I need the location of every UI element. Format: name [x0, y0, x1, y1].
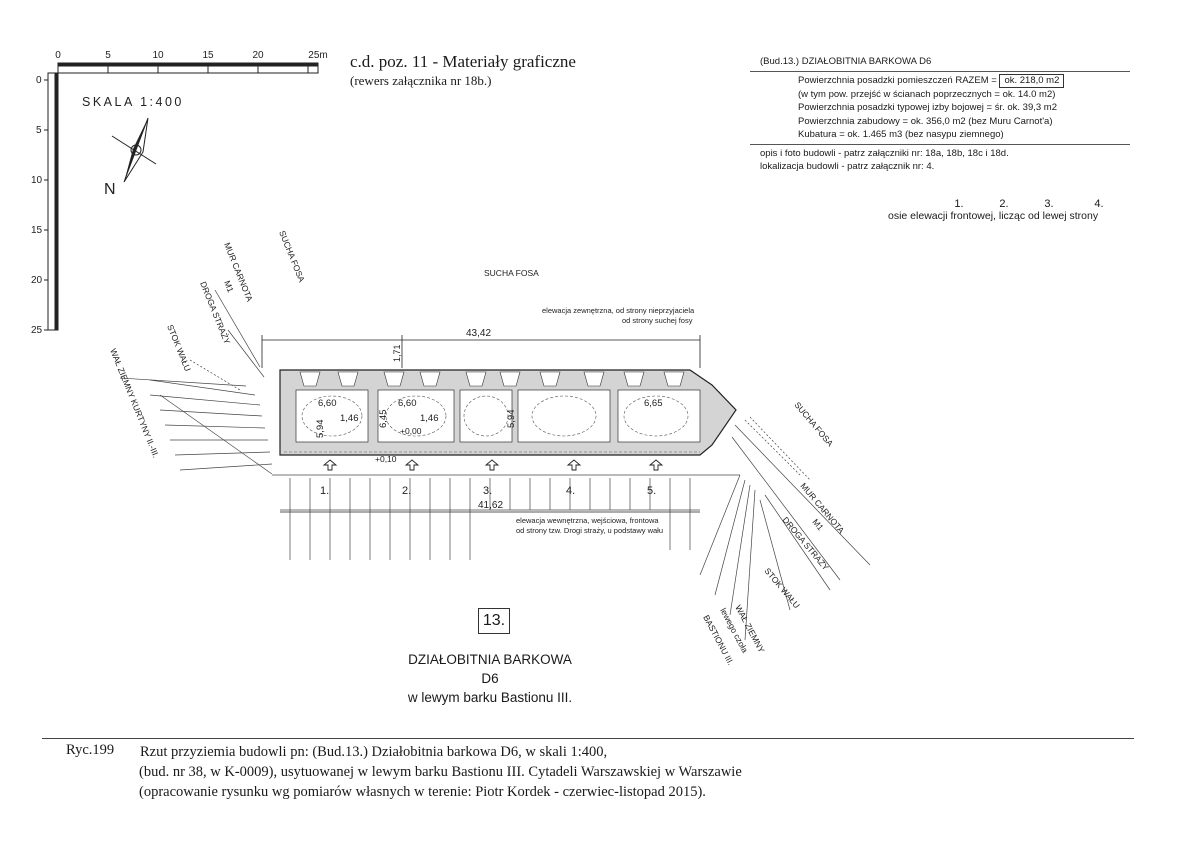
dim-offset: 1,71	[392, 344, 402, 362]
scale-left-tick-15: 15	[31, 225, 43, 236]
dim-overall-bottom: 41,62	[478, 500, 503, 511]
dim-depth3: 5,94	[506, 410, 517, 429]
info-typical-room: Powierzchnia posadzki typowej izby bojow…	[798, 102, 1058, 113]
label-sucha-fosa-right: SUCHA FOSA	[792, 400, 835, 449]
info-title: (Bud.13.) DZIAŁOBITNIA BARKOWA D6	[760, 56, 932, 67]
page-title: c.d. poz. 11 - Materiały graficzne	[350, 52, 576, 71]
info-built-area: Powierzchnia zabudowy = ok. 356,0 m2 (be…	[798, 115, 1053, 127]
earthwork-right	[699, 416, 871, 641]
info-divider-2	[750, 143, 1130, 145]
label-sucha-fosa-left: SUCHA FOSA	[277, 229, 307, 284]
elev-axis-1: 1.	[954, 198, 964, 210]
elev-axis-3: 3.	[1044, 198, 1054, 210]
elevation-axes-caption: osie elewacji frontowej, licząc od lewej…	[888, 210, 1099, 222]
scale-bar-top	[57, 62, 319, 78]
dim-room5-width: 6,65	[644, 398, 663, 409]
dim-room2-width: 6,60	[398, 398, 417, 409]
north-label: N	[104, 181, 116, 198]
axis-label-3: 3.	[483, 485, 492, 497]
dim-overall-top: 43,42	[466, 328, 491, 339]
label-m1-left: M1	[222, 279, 236, 294]
info-passages: (w tym pow. przejść w ścianach poprzeczn…	[798, 88, 1056, 100]
label-mur-carnota-left: MUR CARNOTA	[222, 241, 255, 303]
info-divider	[750, 70, 1130, 72]
building-code: D6	[481, 671, 499, 686]
figure-ref: Ryc.199	[66, 742, 115, 758]
dim-wall1: 1,46	[340, 413, 359, 424]
dimension-overall-top	[261, 335, 701, 368]
caption-line-2: (bud. nr 38, w K-0009), usytuowanej w le…	[139, 764, 742, 780]
scale-left-tick-5: 5	[36, 125, 42, 136]
label-m1-right: M1	[810, 517, 825, 533]
entry-arrows	[322, 459, 664, 471]
scale-left-tick-0: 0	[36, 75, 42, 86]
caption-line-3: (opracowanie rysunku wg pomiarów własnyc…	[139, 784, 706, 800]
inner-elevation-note-2: od strony tzw. Drogi straży, u podstawy …	[516, 526, 663, 535]
info-location: lokalizacja budowli - patrz załącznik nr…	[760, 161, 935, 172]
floor-area-value: ok. 218,0 m2	[999, 73, 1065, 88]
label-stok-walu-right: STOK WAŁU	[762, 566, 802, 610]
scale-left-tick-20: 20	[31, 275, 43, 286]
dim-depth1: 5,94	[315, 420, 326, 439]
earthwork-left	[119, 289, 273, 475]
earthwork-bottom	[272, 474, 740, 560]
axis-label-2: 2.	[402, 485, 411, 497]
caption-line-1: Rzut przyziemia budowli pn: (Bud.13.) Dz…	[140, 744, 608, 760]
scale-top-tick-15: 15	[202, 50, 214, 61]
building-number: 13.	[478, 608, 510, 634]
inner-elevation-note-1: elewacja wewnętrzna, wejściowa, frontowa	[516, 516, 659, 525]
scale-top-tick-20: 20	[252, 50, 264, 61]
page-subtitle: (rewers załącznika nr 18b.)	[350, 73, 492, 88]
axis-label-1: 1.	[320, 485, 329, 497]
building-title-block: DZIAŁOBITNIA BARKOWA D6 w lewym barku Ba…	[380, 650, 600, 707]
floor-area-label: Powierzchnia posadzki pomieszczeń RAZEM …	[798, 74, 997, 86]
level-marker-1: +0,00	[400, 426, 422, 436]
elev-axis-2: 2.	[999, 198, 1009, 210]
elev-axis-4: 4.	[1094, 198, 1104, 210]
scale-left-tick-25: 25	[31, 325, 43, 336]
label-sucha-fosa-top: SUCHA FOSA	[484, 268, 539, 278]
dim-depth2: 6,45	[378, 410, 389, 429]
axis-label-4: 4.	[566, 485, 575, 497]
scale-top-tick-5: 5	[105, 50, 111, 61]
scale-bar-left	[44, 72, 59, 331]
scale-top-tick-25: 25m	[308, 50, 327, 61]
dim-wall2: 1,46	[420, 413, 439, 424]
info-floor-area: Powierzchnia posadzki pomieszczeń RAZEM …	[760, 73, 1140, 88]
level-marker-2: +0,10	[375, 454, 397, 464]
info-box: (Bud.13.) DZIAŁOBITNIA BARKOWA D6 Powier…	[750, 55, 1140, 174]
scale-left-tick-10: 10	[31, 175, 43, 186]
north-arrow-icon: N	[104, 117, 157, 198]
axis-label-5: 5.	[647, 485, 656, 497]
outer-elevation-note-2: od strony suchej fosy	[622, 316, 693, 325]
elevation-axes-legend: 1. 2. 3. 4. osie elewacji frontowej, licząc…	[888, 198, 1124, 222]
dim-room1-width: 6,60	[318, 398, 337, 409]
building-location: w lewym barku Bastionu III.	[407, 690, 573, 705]
site-plan: 0 5 10 15 20 25m 0 5 10 15 20 25 SKALA 1…	[31, 50, 871, 667]
figure-caption: Rzut przyziemia budowli pn: (Bud.13.) Dz…	[139, 742, 742, 802]
info-cubature: Kubatura = ok. 1.465 m3 (bez nasypu ziem…	[798, 129, 1004, 140]
info-photos: opis i foto budowli - patrz załączniki n…	[760, 147, 1009, 159]
scale-label: SKALA 1:400	[82, 95, 184, 109]
scale-top-tick-10: 10	[152, 50, 164, 61]
scale-top-tick-0: 0	[55, 50, 61, 61]
building-plan	[279, 369, 737, 456]
caption-divider	[42, 738, 1134, 739]
label-wal-kurtyny: WAŁ ZIEMNY KURTYNY II.-III.	[108, 347, 161, 459]
label-stok-walu-left: STOK WAŁU	[165, 323, 193, 373]
building-name: DZIAŁOBITNIA BARKOWA	[408, 652, 572, 667]
outer-elevation-note-1: elewacja zewnętrzna, od strony nieprzyja…	[542, 306, 695, 315]
